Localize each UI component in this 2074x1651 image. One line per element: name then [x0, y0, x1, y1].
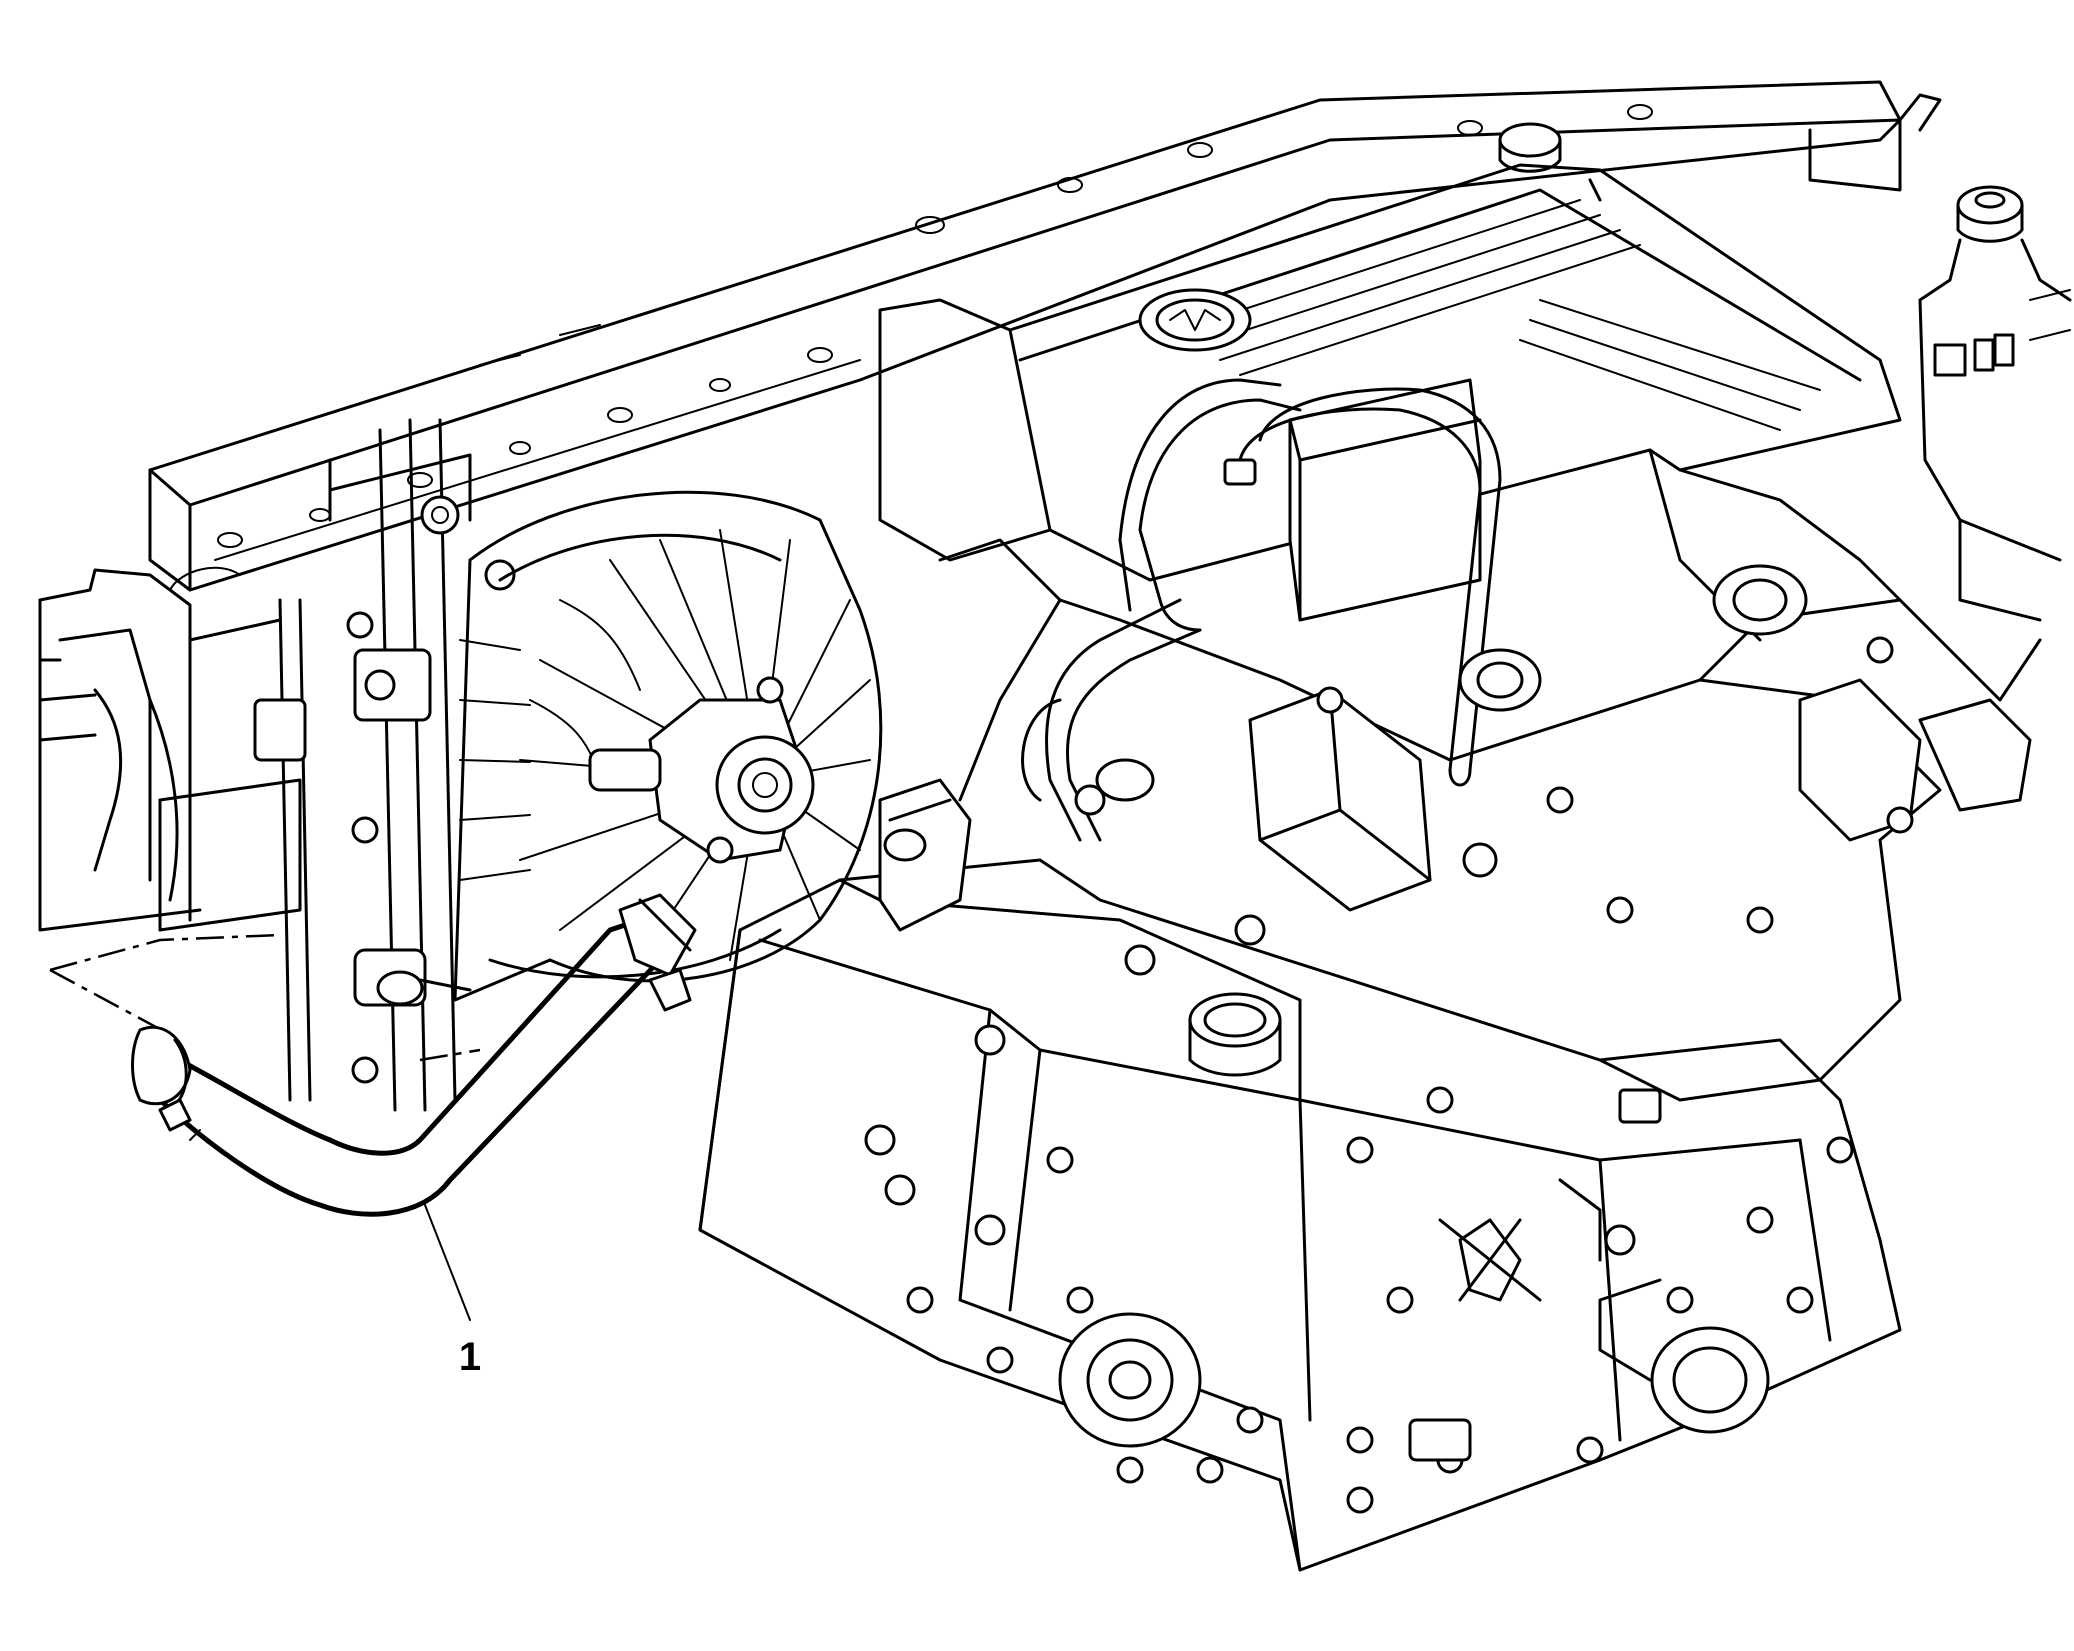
callout-leader-line — [424, 1204, 471, 1321]
engine-cover — [878, 122, 1902, 622]
transaxle — [698, 778, 1902, 1572]
vent-hoses — [1045, 378, 1502, 842]
lower-radiator-hose — [49, 893, 697, 1217]
radiator-support-tie-bar — [148, 80, 1942, 592]
coolant-reservoir — [1918, 185, 2072, 622]
callout-label-1: 1 — [459, 1335, 481, 1379]
engine-block — [938, 448, 2042, 1102]
callout-1: 1 — [424, 1204, 481, 1379]
left-fender-area — [38, 568, 202, 932]
radiator-frame — [158, 418, 516, 1112]
cooling-fan — [453, 490, 883, 1002]
